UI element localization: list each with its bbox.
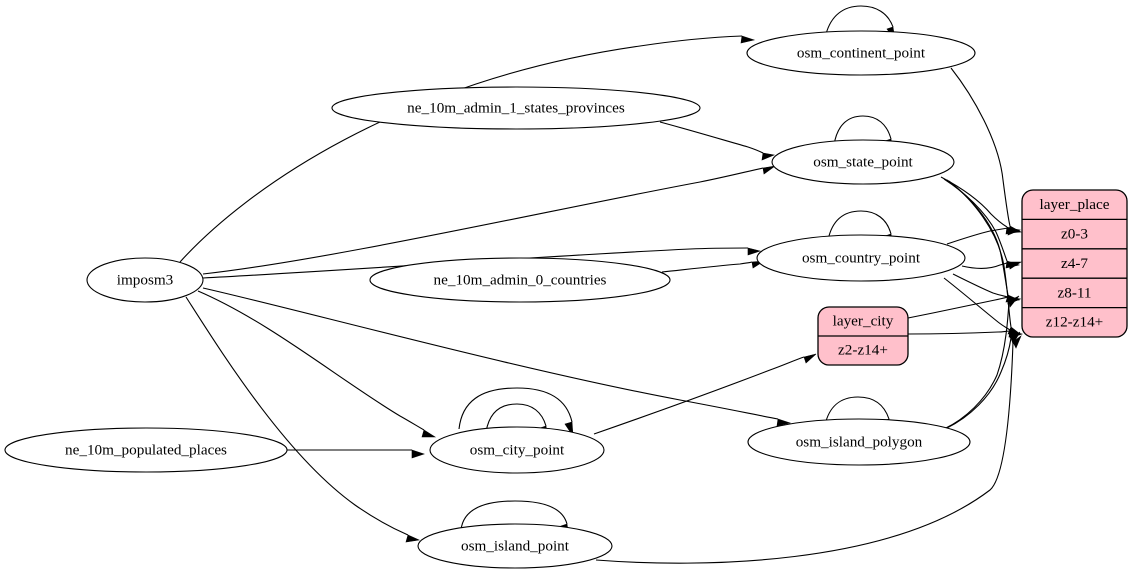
edge-layer-city-to-layer-place-z12-z14 [907,330,1024,339]
node-osm-island-point[interactable]: osm_island_point [417,523,613,569]
node-osm-continent-point-label: osm_continent_point [797,44,926,61]
edge-imposm3-to-osm-country-point [202,247,762,279]
edge-ne-states-to-osm-state-point [659,121,776,161]
record-layer-city-title: layer_city [833,312,894,329]
edge-imposm3-to-osm-city-point [197,290,437,438]
record-layer-place-title: layer_place [1040,196,1110,213]
edge-osm-country-point-to-layer-place-z0-3 [946,227,1022,245]
node-imposm3-label: imposm3 [117,271,174,288]
edge-osm-island-point-to-layer-place-z12-z14 [595,335,1022,564]
node-ne-populated-label: ne_10m_populated_places [65,441,227,458]
edge-layer-city-to-layer-place-z8-11 [907,296,1022,319]
node-osm-city-point-label: osm_city_point [470,441,565,458]
node-osm-continent-point[interactable]: osm_continent_point [746,30,976,76]
node-osm-country-point-label: osm_country_point [802,249,921,266]
node-imposm3[interactable]: imposm3 [86,257,204,303]
record-layer-place-row-z8-11[interactable]: z8-11 [1057,284,1091,301]
edge-osm-island-polygon-to-layer-place-z8-11 [943,295,1020,430]
record-layer-place-row-z12-z14[interactable]: z12-z14+ [1046,314,1103,331]
edge-osm-island-polygon-to-layer-place-z12-z14 [946,331,1021,429]
edge-osm-country-point-to-layer-place-z12-z14 [943,277,1023,338]
node-osm-state-point[interactable]: osm_state_point [771,139,955,185]
node-ne-countries-label: ne_10m_admin_0_countries [434,271,607,288]
edge-osm-city-point-to-layer-city-z2-z14 [593,353,817,435]
edge-imposm3-to-osm-island-point [185,296,421,543]
node-ne-10m-admin-1-states-provinces[interactable]: ne_10m_admin_1_states_provinces [331,86,701,130]
edge-imposm3-to-osm-island-polygon [202,287,792,427]
edge-self-loop-osm-city-point-outer [458,387,574,438]
edge-ne-populated-to-osm-city-point [287,449,425,459]
edge-layer [179,5,1024,564]
record-node-layer-place[interactable]: layer_place z0-3 z4-7 z8-11 z12-z14+ [1021,189,1128,338]
edge-imposm3-to-osm-continent-point [179,35,756,263]
record-node-layer: layer_place z0-3 z4-7 z8-11 z12-z14+ lay… [817,189,1128,366]
node-osm-island-polygon-label: osm_island_polygon [796,433,923,450]
edge-osm-country-point-to-layer-place-z4-7 [961,261,1023,270]
edge-imposm3-to-osm-state-point [202,165,776,275]
node-osm-city-point[interactable]: osm_city_point [429,426,605,474]
node-layer: imposm3 ne_10m_admin_1_states_provinces … [4,30,976,569]
node-osm-island-polygon[interactable]: osm_island_polygon [747,418,971,466]
record-layer-city-row-z2-z14[interactable]: z2-z14+ [838,341,888,358]
node-osm-country-point[interactable]: osm_country_point [756,234,966,282]
node-osm-island-point-label: osm_island_point [461,537,570,554]
node-ne-10m-admin-0-countries[interactable]: ne_10m_admin_0_countries [369,257,671,303]
node-osm-state-point-label: osm_state_point [813,153,913,170]
record-layer-place-row-z0-3[interactable]: z0-3 [1061,225,1088,242]
node-ne-10m-populated-places[interactable]: ne_10m_populated_places [4,427,288,473]
record-layer-place-row-z4-7[interactable]: z4-7 [1061,255,1088,272]
node-ne-states-label: ne_10m_admin_1_states_provinces [407,99,625,116]
edge-ne-countries-to-osm-country-point [661,260,765,273]
record-node-layer-city[interactable]: layer_city z2-z14+ [817,306,909,366]
